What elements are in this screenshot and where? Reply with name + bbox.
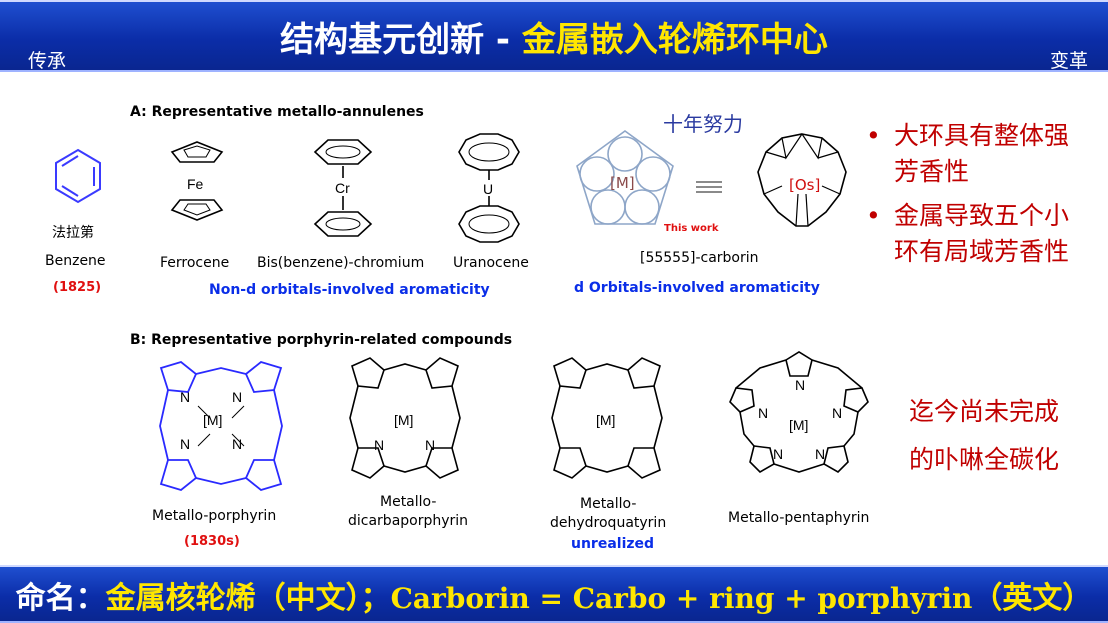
- porphyrin-n4: N: [232, 436, 243, 452]
- benzene-label: Benzene: [45, 253, 106, 269]
- title-yellow: 金属嵌入轮烯环中心: [521, 20, 828, 60]
- porphyrin-m: [M]: [203, 412, 223, 428]
- this-work-label: This work: [664, 223, 719, 234]
- porphyrin-n1: N: [180, 389, 191, 405]
- penta-m: [M]: [789, 417, 809, 433]
- penta-n5: N: [815, 446, 826, 462]
- uranocene-label: Uranocene: [453, 255, 529, 271]
- ferrocene-fe-atom: Fe: [187, 176, 204, 192]
- page-title: 结构基元创新 - 金属嵌入轮烯环中心: [0, 12, 1108, 61]
- dicarba-n1: N: [374, 437, 385, 453]
- header-left-label: 传承: [28, 50, 67, 72]
- carborin-caption: [55555]-carborin: [640, 250, 759, 266]
- section-b-title: B: Representative porphyrin-related comp…: [130, 332, 513, 348]
- bullet-1: •大环具有整体强 芳香性: [866, 121, 1070, 186]
- uranocene-structure: [458, 133, 520, 243]
- dicarba-n2: N: [425, 437, 436, 453]
- dehydroquatyrin-structure: [551, 357, 663, 479]
- bullet-2: •金属导致五个小 环有局域芳香性: [866, 201, 1070, 266]
- penta-n3: N: [832, 405, 843, 421]
- header-right-label: 变革: [1049, 50, 1088, 72]
- dehydro-m: [M]: [596, 412, 616, 428]
- dicarba-label-2: dicarbaporphyrin: [348, 513, 469, 529]
- footer-part2: 金属核轮烯（中文）；: [105, 581, 391, 616]
- os-label: [Os]: [789, 176, 821, 194]
- uranocene-u-atom: U: [483, 181, 494, 197]
- footer-part4: （英文）: [972, 581, 1093, 616]
- right-note-line2: 的卟啉全碳化: [909, 445, 1060, 474]
- pentaphyrin-structure: [729, 351, 869, 473]
- dehydro-label-1: Metallo-: [580, 496, 637, 512]
- bisbenzene-cr-atom: Cr: [335, 180, 350, 196]
- porphyrin-structure: [159, 361, 283, 491]
- bullet-2-line2: 环有局域芳香性: [894, 237, 1070, 266]
- bullet-1-line2: 芳香性: [894, 157, 970, 186]
- bisbenzene-chromium-structure: [313, 139, 373, 237]
- dicarba-m: [M]: [394, 412, 414, 428]
- ferrocene-label: Ferrocene: [160, 255, 230, 271]
- benzene-cn-label: 法拉第: [52, 225, 94, 241]
- porphyrin-label: Metallo-porphyrin: [152, 508, 277, 524]
- bisbenzene-label: Bis(benzene)-chromium: [257, 255, 425, 271]
- ferrocene-structure: [170, 141, 224, 221]
- os-carborin-structure: [757, 133, 847, 227]
- pentaphyrin-label: Metallo-pentaphyrin: [728, 510, 870, 526]
- carborin-m-label: [M]: [610, 174, 635, 192]
- footer-bar: 命名：金属核轮烯（中文）；Carborin = Carbo + ring + p…: [0, 565, 1108, 623]
- dicarbaporphyrin-structure: [349, 357, 461, 479]
- header-bar: 传承 结构基元创新 - 金属嵌入轮烯环中心 变革: [0, 0, 1108, 72]
- porphyrin-n3: N: [180, 436, 191, 452]
- bullet-1-line1: 大环具有整体强: [894, 121, 1070, 150]
- dehydro-label-2: dehydroquatyrin: [550, 515, 667, 531]
- title-white: 结构基元创新 -: [280, 20, 522, 60]
- dicarba-label-1: Metallo-: [380, 494, 437, 510]
- carborin-generic-structure: [576, 130, 674, 225]
- porphyrin-n2: N: [232, 389, 243, 405]
- footer-part3: Carborin = Carbo + ring + porphyrin: [390, 582, 973, 615]
- porphyrin-year: (1830s): [184, 534, 240, 549]
- benzene-structure: [55, 148, 101, 204]
- penta-n4: N: [773, 446, 784, 462]
- equivalence-sign: [696, 181, 722, 193]
- right-note-line1: 迄今尚未完成: [909, 397, 1060, 426]
- penta-n1: N: [795, 377, 806, 393]
- non-d-caption: Non-d orbitals-involved aromaticity: [209, 282, 490, 298]
- footer-text: 命名：金属核轮烯（中文）；Carborin = Carbo + ring + p…: [0, 573, 1108, 617]
- bullet-2-line1: 金属导致五个小: [894, 201, 1070, 230]
- section-a-title: A: Representative metallo-annulenes: [130, 104, 424, 120]
- footer-part1: 命名：: [15, 581, 106, 616]
- unrealized-label: unrealized: [571, 536, 655, 552]
- penta-n2: N: [758, 405, 769, 421]
- decade-label: 十年努力: [663, 112, 743, 136]
- d-orbitals-caption: d Orbitals-involved aromaticity: [574, 280, 820, 296]
- benzene-year: (1825): [53, 280, 102, 295]
